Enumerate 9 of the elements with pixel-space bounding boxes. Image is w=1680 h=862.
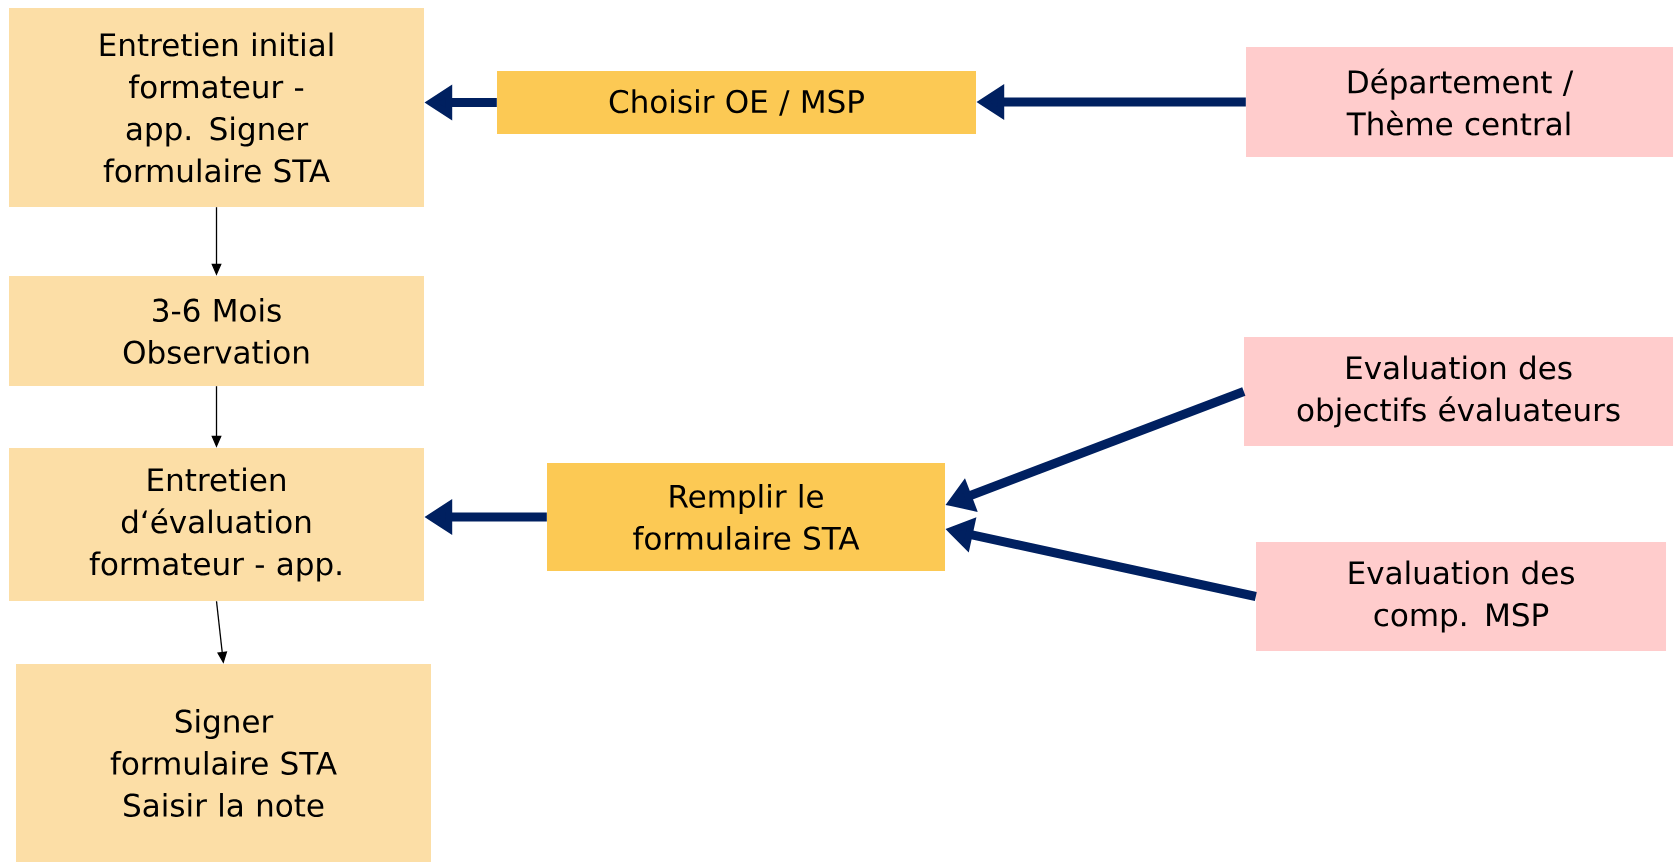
process-box: Entretien initial formateur - app. Signer formulaire STA — [9, 8, 424, 207]
process-box: Evaluation des comp. MSP — [1256, 542, 1666, 651]
process-box: Entretien d‘évaluation formateur - app. — [9, 448, 424, 601]
process-box: Signer formulaire STA Saisir la note — [16, 664, 431, 862]
process-box: Evaluation des objectifs évaluateurs — [1244, 337, 1673, 446]
process-box: 3-6 Mois Observation — [9, 276, 424, 386]
process-box: Remplir le formulaire STA — [547, 463, 945, 571]
process-box: Département / Thème central — [1246, 47, 1673, 157]
process-box: Choisir OE / MSP — [497, 71, 976, 134]
